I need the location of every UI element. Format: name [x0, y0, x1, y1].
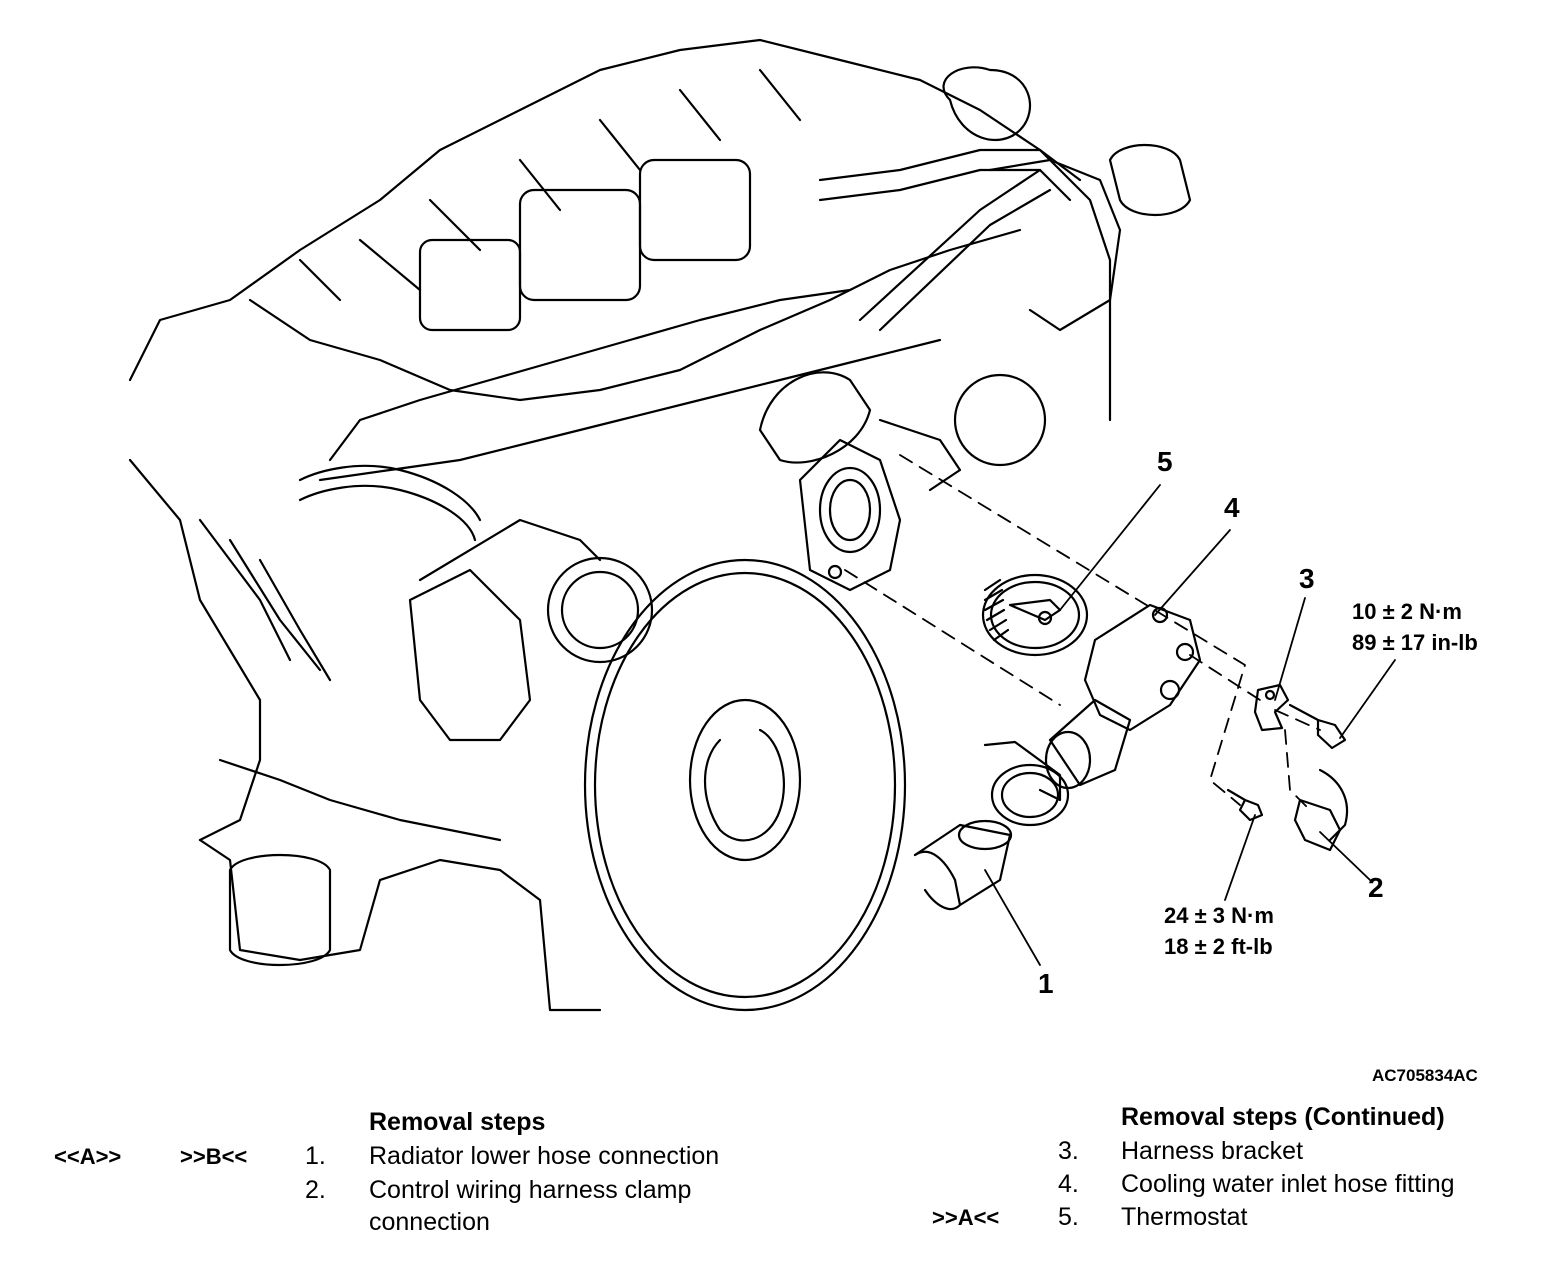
step-label: Radiator lower hose connection	[369, 1142, 720, 1170]
alignment-lines	[844, 454, 1321, 811]
torque-spec-bracket-bolt: 10 ± 2 N·m 89 ± 17 in-lb	[1352, 596, 1478, 658]
step-ref: >>B<<	[180, 1144, 248, 1169]
torque-spec-fitting-bolt: 24 ± 3 N·m 18 ± 2 ft-lb	[1164, 900, 1274, 962]
callout-5: 5	[1157, 446, 1173, 477]
figure-id: AC705834AC	[1372, 1066, 1478, 1085]
callout-3: 3	[1299, 563, 1315, 594]
step-label: Cooling water inlet hose fitting	[1121, 1170, 1455, 1198]
harness-bracket	[1253, 683, 1290, 732]
bracket-bolt	[1288, 703, 1347, 750]
thermostat-removal-diagram	[128, 38, 1396, 1012]
water-inlet-fitting	[1044, 603, 1202, 790]
torque-metric: 24 ± 3 N·m	[1164, 903, 1274, 928]
torque-imperial: 89 ± 17 in-lb	[1352, 630, 1478, 655]
thermostat	[981, 573, 1089, 657]
callout-4: 4	[1224, 492, 1240, 523]
torque-metric: 10 ± 2 N·m	[1352, 599, 1462, 624]
torque-imperial: 18 ± 2 ft-lb	[1164, 934, 1273, 959]
step-label: Thermostat	[1121, 1203, 1248, 1231]
radiator-lower-hose	[913, 819, 1013, 911]
step-label: Control wiring harness clamp	[369, 1176, 692, 1204]
step-number: 4.	[1058, 1170, 1079, 1198]
leader-lines	[984, 484, 1396, 966]
step-ref: >>A<<	[932, 1205, 1000, 1230]
callout-2: 2	[1368, 872, 1384, 903]
step-label: Harness bracket	[1121, 1137, 1304, 1165]
hose-clamp	[983, 740, 1070, 827]
step-number: 1.	[305, 1142, 326, 1170]
step-number: 5.	[1058, 1203, 1079, 1231]
engine-assembly	[128, 38, 1192, 1012]
step-number: 2.	[305, 1176, 326, 1204]
harness-clamp	[1293, 768, 1349, 852]
removal-steps-continued-title: Removal steps (Continued)	[1121, 1103, 1445, 1131]
removal-steps-title: Removal steps	[369, 1108, 546, 1136]
callout-1: 1	[1038, 968, 1054, 999]
step-label: connection	[369, 1208, 490, 1236]
step-number: 3.	[1058, 1137, 1079, 1165]
fitting-bolt	[1226, 788, 1264, 822]
step-ref: <<A>>	[54, 1144, 122, 1169]
